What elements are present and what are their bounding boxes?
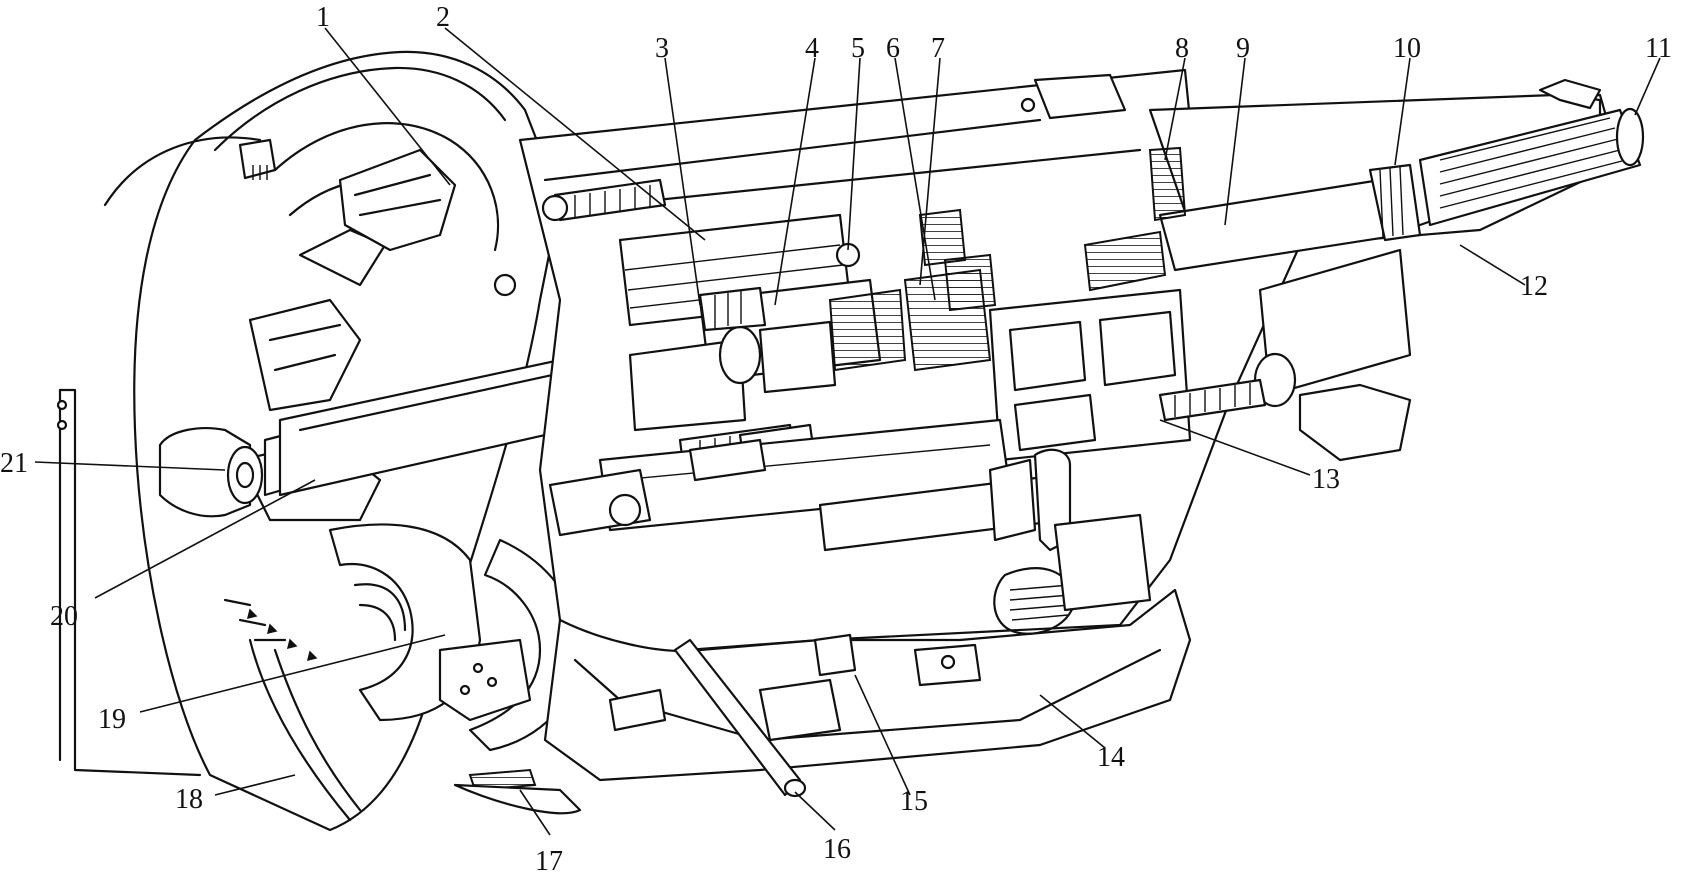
clutch-and-servo <box>988 248 1412 462</box>
callout-2: 2 <box>436 2 450 33</box>
callout-17: 17 <box>535 846 563 872</box>
callout-3: 3 <box>655 33 669 64</box>
callout-6: 6 <box>886 33 900 64</box>
callout-5: 5 <box>851 33 865 64</box>
callout-4: 4 <box>805 33 819 64</box>
callout-7: 7 <box>931 33 945 64</box>
callout-12: 12 <box>1520 271 1548 302</box>
callout-15: 15 <box>900 786 928 817</box>
torque-converter <box>223 122 582 822</box>
callout-9: 9 <box>1236 33 1250 64</box>
callout-20: 20 <box>50 601 78 632</box>
output-shaft <box>1083 107 1645 292</box>
callout-11: 11 <box>1645 33 1672 64</box>
callout-18: 18 <box>175 784 203 815</box>
callout-21: 21 <box>0 448 28 479</box>
filter-screen <box>453 768 582 815</box>
callout-1: 1 <box>316 2 330 33</box>
callout-8: 8 <box>1175 33 1189 64</box>
planetary-gearset <box>618 208 997 482</box>
callout-19: 19 <box>98 704 126 735</box>
manual-shaft <box>608 633 857 798</box>
callout-14: 14 <box>1097 742 1125 773</box>
callout-13: 13 <box>1312 464 1340 495</box>
callout-16: 16 <box>823 834 851 865</box>
callout-10: 10 <box>1393 33 1421 64</box>
